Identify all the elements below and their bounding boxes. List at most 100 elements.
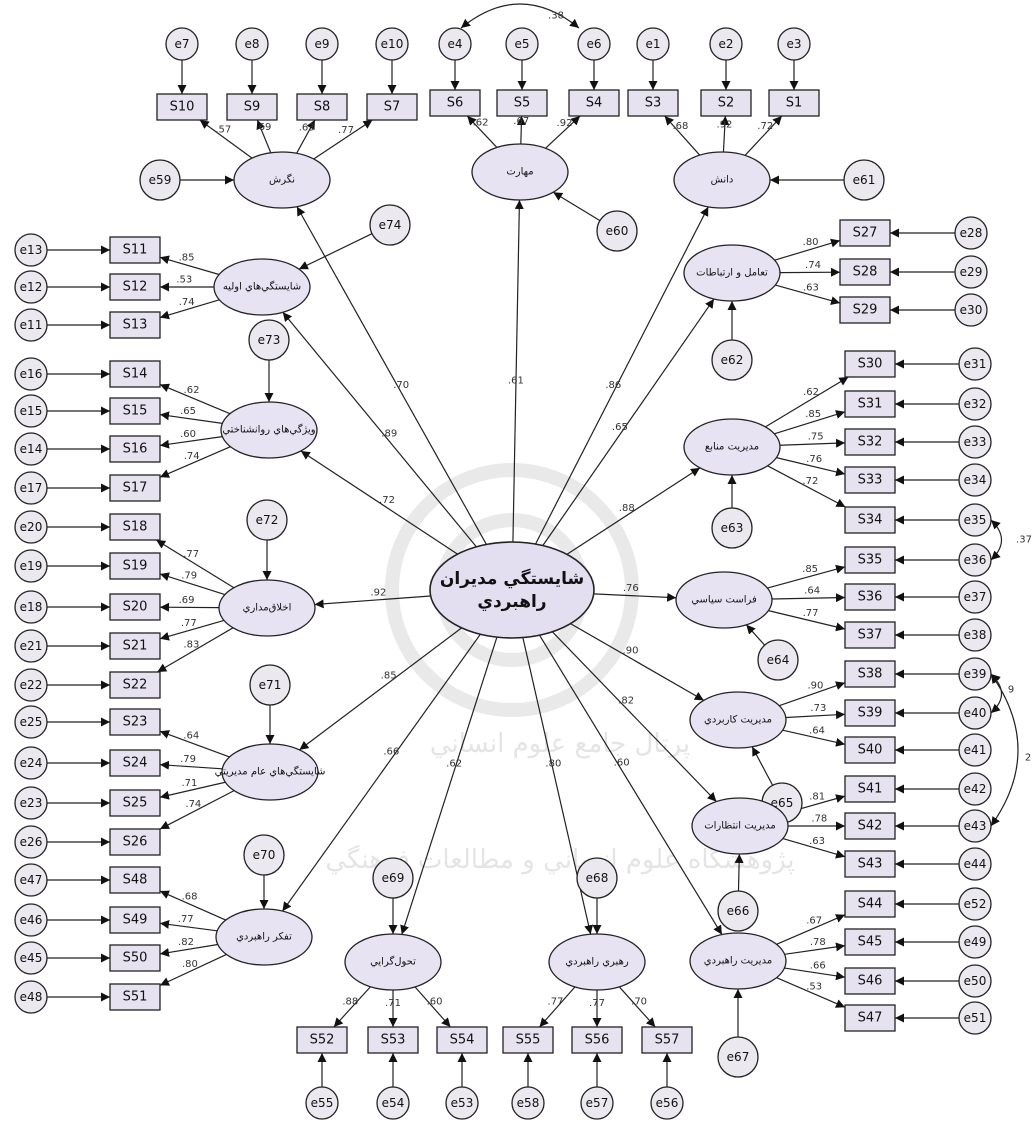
error-e3	[777, 27, 811, 61]
disturbance-tahavvol-label: e69	[382, 871, 405, 885]
latent-entezarat	[691, 797, 789, 855]
error-e12-label: e12	[20, 280, 43, 294]
latent-negaresh	[233, 151, 331, 209]
indicator-S40-label: S40	[858, 743, 883, 758]
disturbance-mrahbordi-label: e67	[727, 1050, 750, 1064]
path-central-manabe-loading: .88	[619, 503, 635, 514]
loading-S7	[313, 119, 373, 160]
error-e47	[14, 863, 48, 897]
error-e41-label: e41	[964, 743, 987, 757]
error-e6	[577, 27, 611, 61]
watermark-line-2: پرتال جامع علوم انساني	[430, 729, 690, 759]
loading-S18-loading: .77	[183, 549, 199, 560]
loading-S6-loading: .62	[473, 118, 489, 129]
loading-S9-loading: .69	[255, 122, 271, 133]
loading-S46-loading: .66	[810, 961, 826, 972]
covariance-e39-e40-label: 9	[1008, 685, 1014, 696]
error-e11	[14, 308, 48, 342]
error-e36-label: e36	[964, 553, 987, 567]
latent-farasat-label: فراست سياسي	[691, 595, 757, 606]
disturbance-entezarat-label: e66	[727, 904, 750, 918]
error-e30	[954, 293, 988, 327]
loading-S7-loading: .77	[338, 125, 354, 136]
error-e28	[954, 216, 988, 250]
loading-S22	[156, 627, 234, 673]
indicator-S41	[844, 775, 896, 803]
disturbance-rahbari-label: e68	[586, 871, 609, 885]
error-e49	[958, 925, 992, 959]
indicator-S21-label: S21	[123, 639, 148, 654]
path-central-negaresh	[296, 206, 487, 545]
loading-S52-loading: .88	[342, 996, 358, 1007]
disturbance-maharat-label: e60	[606, 224, 629, 238]
indicator-S56-label: S56	[585, 1033, 610, 1048]
loading-S14-loading: .62	[184, 385, 200, 396]
loading-S39	[785, 710, 846, 720]
indicator-S11-label: S11	[123, 243, 148, 258]
latent-rahbari	[548, 933, 646, 991]
indicator-S19-label: S19	[123, 559, 148, 574]
loading-S41-loading: .81	[809, 792, 825, 803]
covariance-e39-e42	[990, 673, 1019, 827]
indicator-S7	[366, 93, 418, 121]
loading-S35	[767, 564, 846, 589]
indicator-S30	[844, 350, 896, 378]
path-central-tahavvol	[400, 636, 498, 935]
latent-aam	[221, 743, 319, 801]
latent-rahbari-label: رهبري راهبردي	[565, 957, 629, 968]
error-e51	[958, 1001, 992, 1035]
loading-S8-loading: .63	[299, 122, 315, 133]
covariance-e35-e36-label: .37	[1016, 535, 1032, 546]
latent-negaresh-label: نگرش	[269, 174, 295, 186]
latent-tahavvol	[344, 933, 442, 991]
loading-S34-loading: .72	[802, 476, 818, 487]
indicator-S53	[367, 1026, 419, 1054]
latent-akhlagh-label: اخلاق‌مداري	[243, 603, 292, 614]
disturbance-ravan	[248, 319, 290, 361]
loading-S21	[159, 619, 225, 641]
latent-akhlagh	[218, 579, 316, 637]
indicator-S16	[109, 435, 161, 463]
indicator-S12	[109, 273, 161, 301]
loading-S46	[784, 967, 846, 981]
indicator-S4	[568, 89, 620, 117]
loading-S33-loading: .76	[806, 454, 822, 465]
loading-S10	[199, 119, 253, 159]
path-central-mrahbordi-loading: .60	[614, 757, 630, 768]
indicator-S17	[109, 474, 161, 502]
error-e44	[958, 847, 992, 881]
loading-S38	[779, 681, 846, 707]
path-central-tafakkor	[281, 633, 481, 912]
latent-manabe	[683, 418, 781, 476]
error-e35-label: e35	[964, 513, 987, 527]
loading-S43-loading: .63	[809, 836, 825, 847]
loading-S2-loading: .92	[717, 120, 733, 131]
error-e38	[958, 618, 992, 652]
error-e13	[14, 233, 48, 267]
indicator-S23-label: S23	[123, 715, 148, 730]
error-e49-label: e49	[964, 935, 987, 949]
indicator-S56	[571, 1026, 623, 1054]
indicator-S52-label: S52	[310, 1033, 335, 1048]
loading-S54-loading: .60	[427, 996, 443, 1007]
indicator-S44-label: S44	[858, 897, 883, 912]
loading-S28-loading: .74	[805, 260, 821, 271]
indicator-S19	[109, 552, 161, 580]
error-e5	[505, 27, 539, 61]
loading-S48-loading: .68	[182, 892, 198, 903]
path-central-akhlagh	[314, 595, 431, 609]
path-central-tahavvol-loading: .62	[446, 758, 462, 769]
loading-S1	[744, 115, 783, 156]
loading-S45-loading: .78	[810, 937, 826, 948]
covariance-e39-e42-label: 2	[1025, 753, 1031, 764]
path-central-farasat	[593, 592, 677, 602]
error-e10	[375, 27, 409, 61]
error-e31	[958, 347, 992, 381]
path-central-maharat	[512, 199, 524, 543]
error-e19	[14, 549, 48, 583]
path-central-tafakkor-loading: .66	[383, 746, 399, 757]
error-e12	[14, 270, 48, 304]
error-e10-label: e10	[381, 37, 404, 51]
latent-danesh	[673, 151, 771, 209]
error-e22-label: e22	[20, 678, 43, 692]
